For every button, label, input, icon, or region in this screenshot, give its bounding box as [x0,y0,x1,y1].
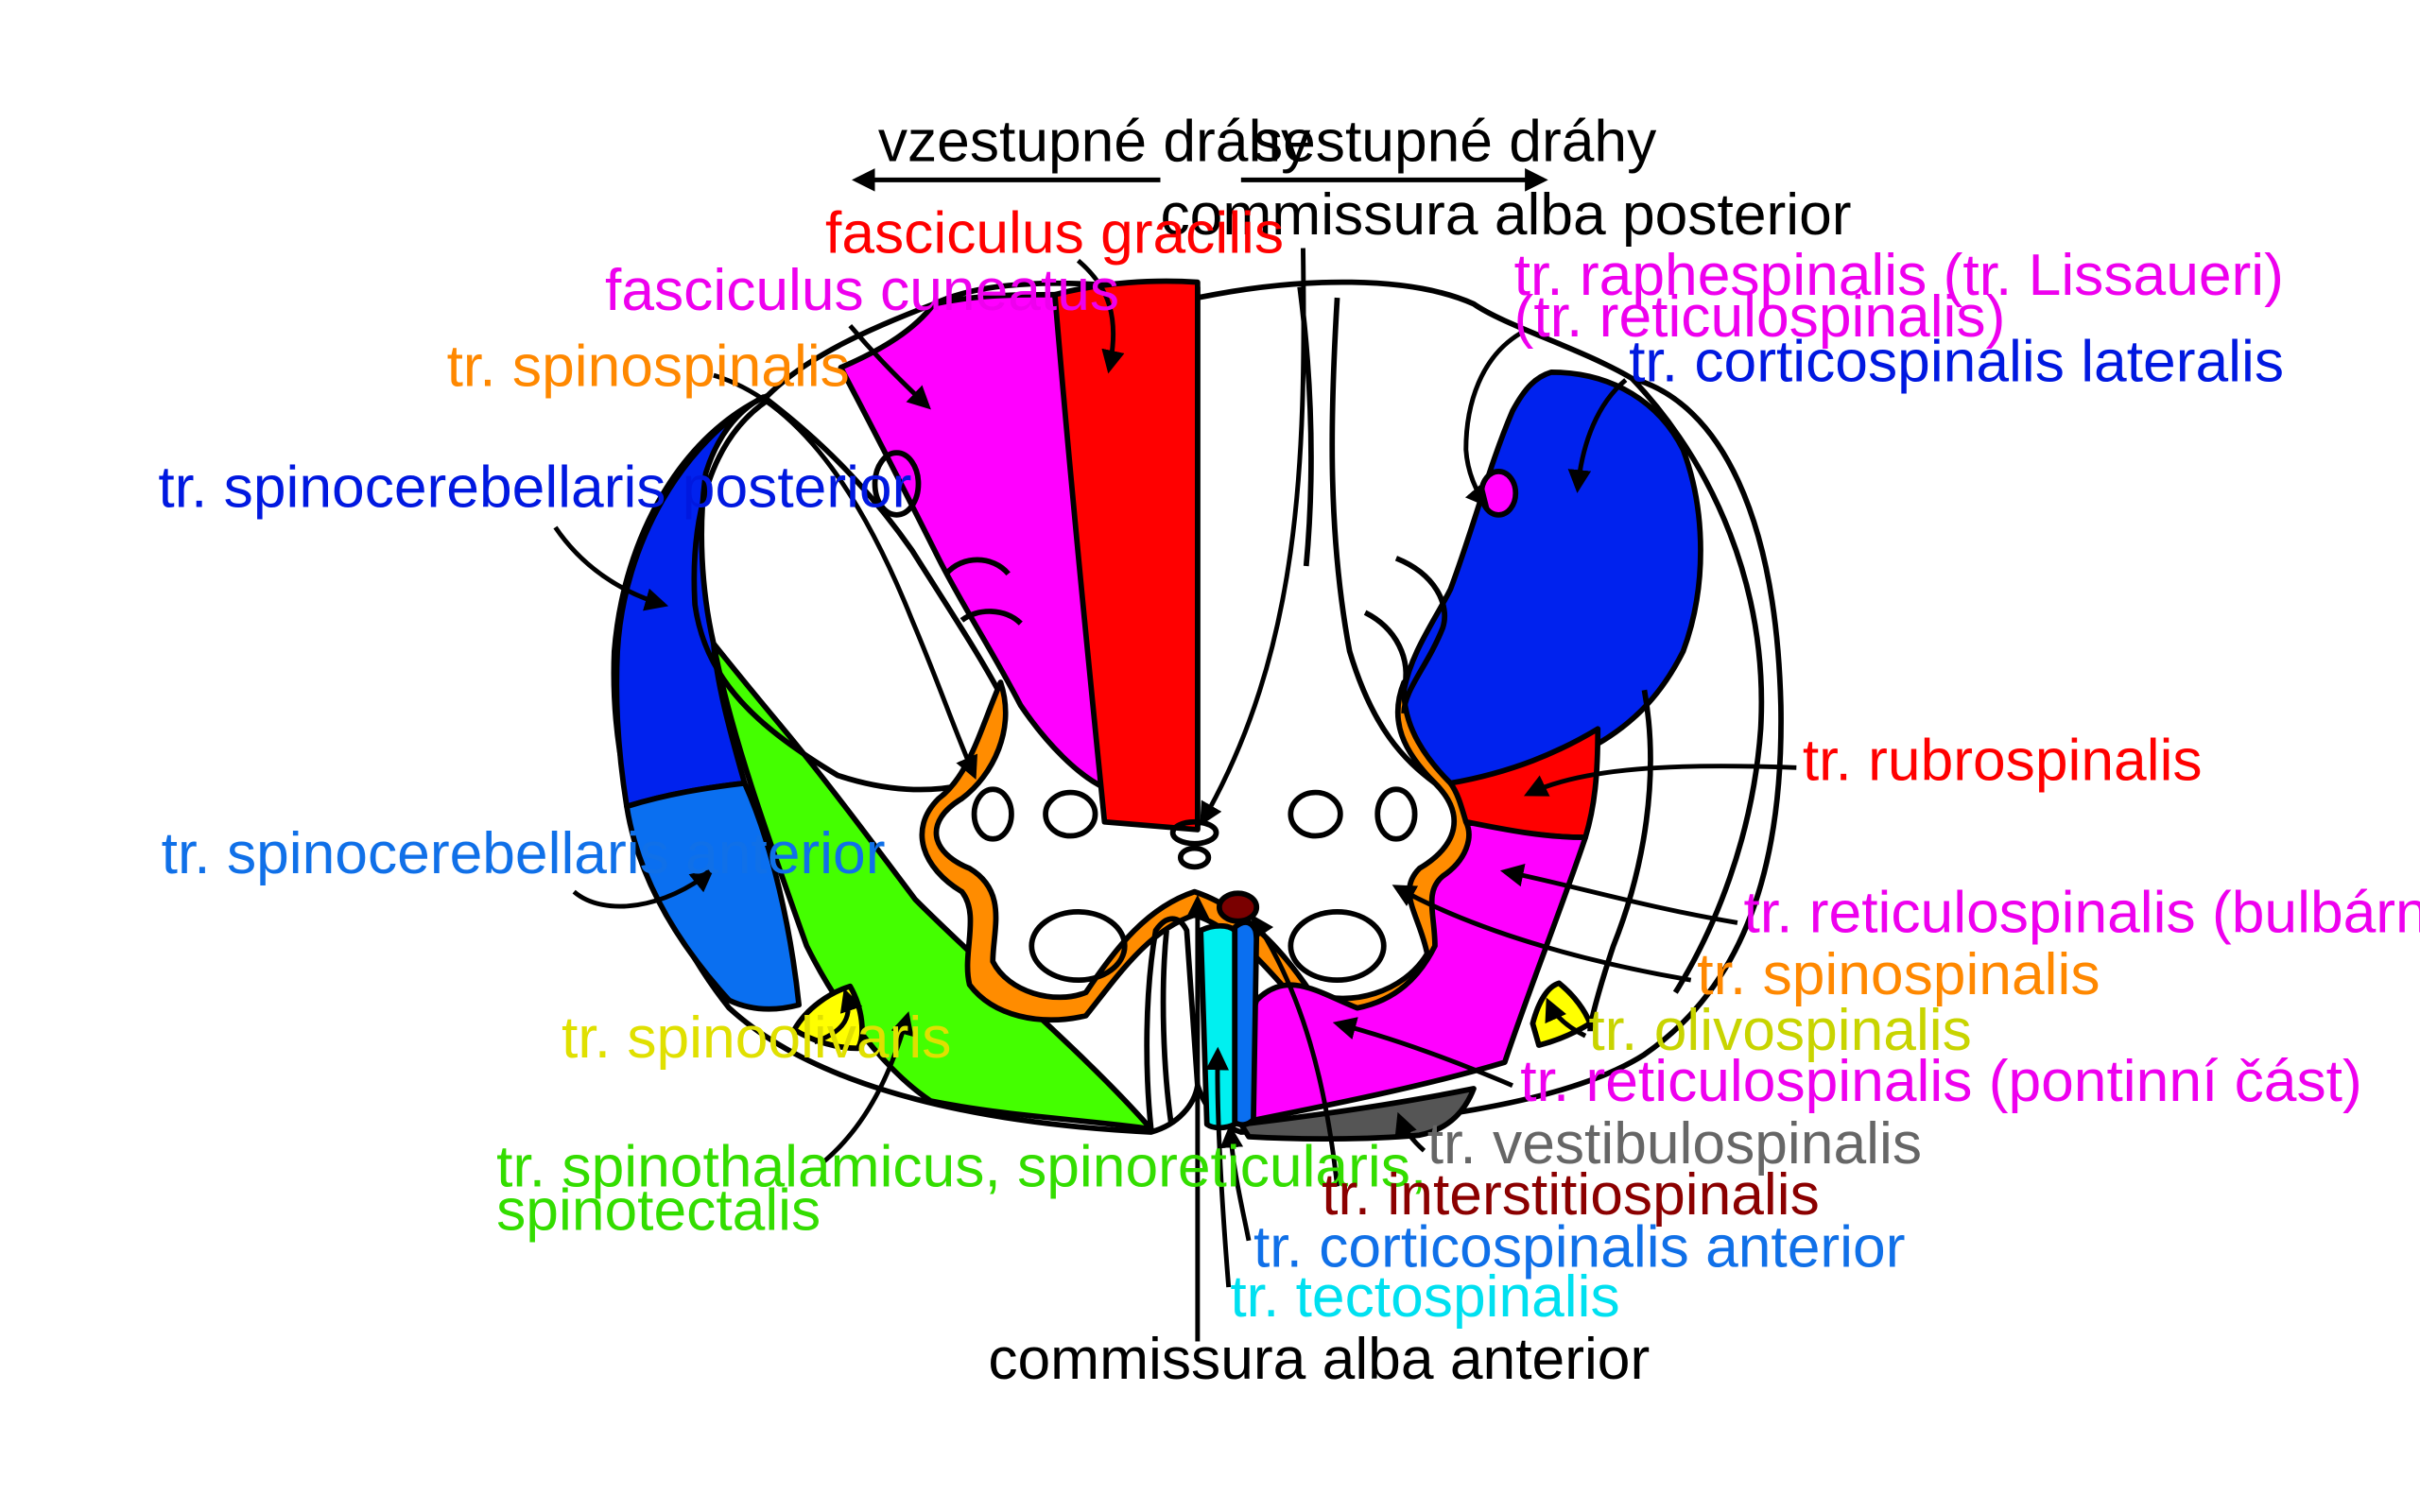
central-canal-2 [1177,845,1212,870]
leader-spinocerebellaris-anterior [572,868,715,909]
right-dorsal-horn [1394,556,1448,714]
label-corticospinalis-anterior: tr. corticospinalis anterior [1253,1215,1906,1280]
interstitiospinal-area [1216,890,1260,924]
leader-spinoolivaris [813,988,863,1045]
leader-reticulospinalis-bulbar [1499,864,1738,925]
left-gray-oval-1 [1043,789,1098,839]
labels: commissura alba posterior fasciculus gra… [158,182,2420,1392]
label-spinospinalis-right: tr. spinospinalis [1697,942,2100,1007]
spinothalamic-tract-area [710,641,1154,1132]
anterior-commissure-lines [1160,930,1174,1125]
right-anterior-funiculus-line [1587,689,1653,1032]
right-ventral-horn-oval [1288,909,1387,983]
label-olivospinalis: tr. olivospinalis [1588,998,1971,1063]
label-fasciculus-gracilis: fasciculus gracilis [825,200,1284,266]
label-spinoolivaris: tr. spinoolivaris [562,1005,951,1071]
label-commissura-alba-anterior: commissura alba anterior [988,1327,1650,1392]
leader-tectospinalis [1205,1046,1232,1288]
label-commissura-alba-posterior: commissura alba posterior [1160,182,1851,248]
leader-rubrospinalis [1523,764,1797,797]
left-ventral-horn-oval [1028,909,1128,983]
leader-commissura-alba-posterior [1200,248,1306,827]
anterior-corticospinal-area [1232,919,1260,1128]
leader-vestibulospinalis [1394,1111,1426,1153]
ascending-header: vzestupné dráhy [878,110,1311,175]
right-gray-oval-1 [1288,789,1343,839]
label-interstitiospinalis: tr. interstitiospinalis [1322,1162,1820,1228]
label-corticospinalis-lateralis: tr. corticospinalis lateralis [1629,330,2284,395]
left-horn-bump-2 [959,609,1023,626]
right-posterior-column-line [1329,297,1437,786]
right-dorsal-horn-2 [1363,610,1409,691]
leader-corticospinalis-lateralis [1567,378,1628,493]
leader-spinocerebellaris-posterior [553,525,669,611]
spinal-cord-cross-section [611,278,1784,1143]
label-vestibulospinalis: tr. vestibulospinalis [1427,1111,1922,1177]
anterior-median-fissure [1144,916,1201,1129]
fasciculus-gracilis-area [1052,278,1201,833]
leader-olivospinalis [1545,997,1587,1039]
label-spinothalamicus-line2: spinotectalis [496,1177,821,1243]
label-reticulospinalis-pontine: tr. reticulospinalis (pontinní část) [1520,1049,2362,1114]
label-spinospinalis-left: tr. spinospinalis [447,335,850,400]
leader-lines [553,248,1797,1342]
right-gray-oval-2 [1374,786,1418,842]
leader-spinospinalis-left [713,372,978,781]
raphespinal-dot [1478,468,1519,518]
label-rubrospinalis: tr. rubrospinalis [1803,728,2203,793]
direction-headers: vzestupné dráhy sestupné dráhy [851,110,1657,192]
leader-fasciculus-cuneatus [848,324,931,410]
left-gray-oval-2 [971,786,1014,842]
leader-interstitiospinalis [1251,914,1340,1187]
label-raphespinalis-line1: tr. raphespinalis (tr. Lissaueri) [1514,243,2284,308]
leader-fasciculus-gracilis [1076,258,1125,374]
left-horn-bump-1 [943,557,1011,576]
lateral-corticospinal-area [1401,369,1703,786]
label-raphespinalis-line2: (tr. reticulospinalis) [1514,284,2006,350]
leader-spinospinalis-right [1392,885,1692,983]
left-dorsal-nucleus-oval [872,450,922,518]
label-fasciculus-cuneatus: fasciculus cuneatus [605,258,1119,323]
label-spinocerebellaris-posterior: tr. spinocerebellaris posterior [158,455,911,521]
label-spinocerebellaris-anterior: tr. spinocerebellaris anterior [162,821,886,886]
leader-corticospinalis-anterior [1219,1124,1252,1242]
leader-raphespinalis [1463,331,1522,508]
anterior-spinocerebellar-area [624,780,802,1012]
leader-spinothalamicus [821,1011,914,1165]
label-spinothalamicus-line1: tr. spinothalamicus, spinoreticularis, [496,1134,1426,1199]
descending-header: sestupné dráhy [1253,110,1657,175]
leader-reticulospinalis-pontine [1332,1017,1513,1088]
label-tectospinalis: tr. tectospinalis [1230,1264,1619,1330]
central-canal [1169,818,1219,847]
label-reticulospinalis-bulbar: tr. reticulospinalis (bulbární část) [1744,880,2420,945]
